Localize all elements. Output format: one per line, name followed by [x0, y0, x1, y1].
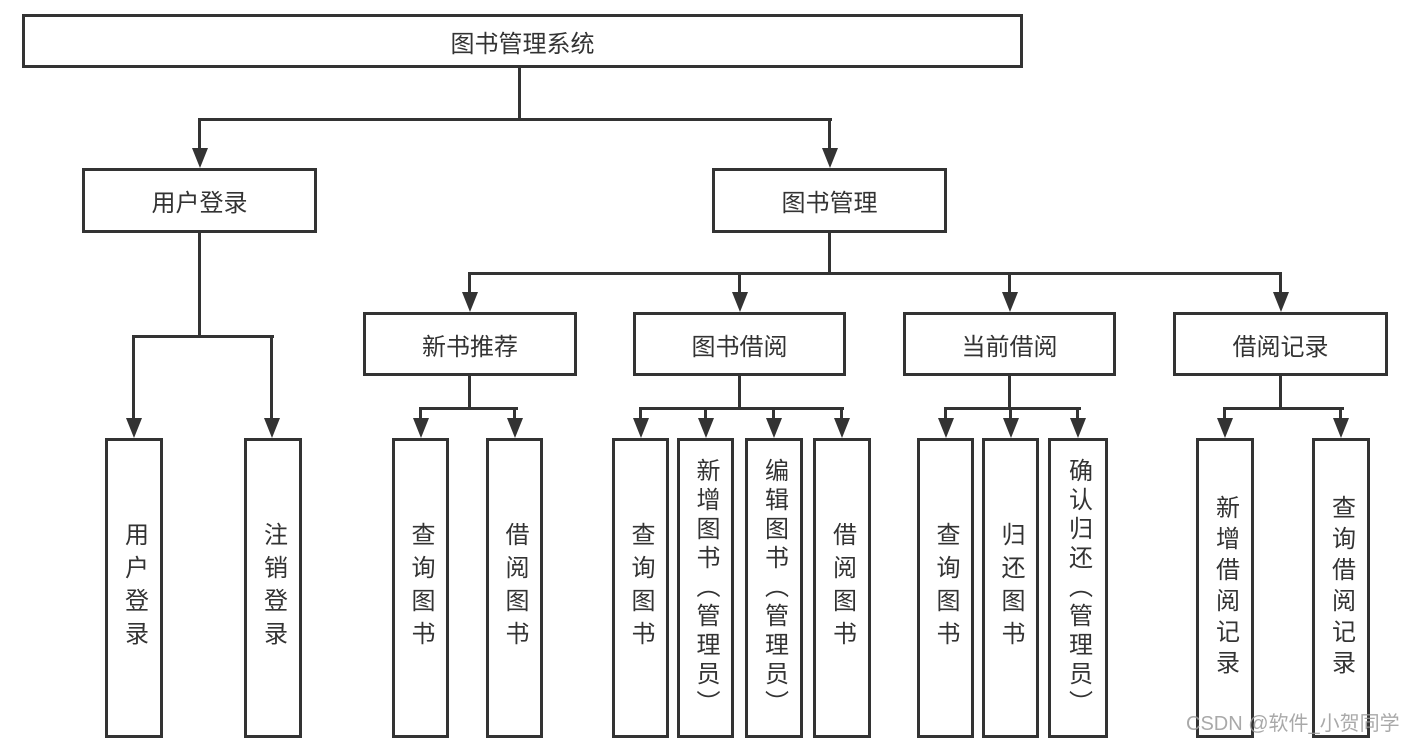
- connector-line: [738, 272, 741, 296]
- node-label: 借阅图书: [828, 522, 856, 654]
- node-label: 新增图书（管理员）: [692, 457, 719, 719]
- node-label: 查询图书: [627, 522, 654, 654]
- node-label: 用户登录: [151, 190, 248, 217]
- arrowhead-down-icon: [834, 418, 850, 438]
- connector-line: [132, 335, 135, 423]
- connector-line: [469, 272, 1282, 275]
- connector-line: [738, 374, 741, 409]
- connector-line: [1223, 407, 1226, 421]
- node-label: 归还图书: [997, 522, 1024, 654]
- arrowhead-down-icon: [633, 418, 649, 438]
- arrowhead-down-icon: [1333, 418, 1349, 438]
- arrowhead-down-icon: [462, 292, 478, 312]
- connector-line: [468, 272, 471, 296]
- node-label: 用户登录: [120, 522, 148, 654]
- connector-line: [198, 233, 201, 338]
- arrowhead-down-icon: [1070, 418, 1086, 438]
- connector-line: [1008, 272, 1011, 296]
- connector-line: [639, 407, 642, 421]
- connector-line: [639, 407, 844, 410]
- node-book-management: 图书管理: [712, 168, 947, 233]
- node-user-login: 用户登录: [82, 168, 317, 233]
- node-label: 查询图书: [932, 522, 959, 654]
- connector-line: [1009, 407, 1012, 421]
- node-borrow-books-recommend: 借阅图书: [486, 438, 543, 738]
- connector-line: [1339, 407, 1342, 421]
- connector-line: [419, 407, 422, 421]
- node-query-borrow-record: 查询借阅记录: [1312, 438, 1370, 738]
- connector-line: [944, 407, 947, 421]
- connector-line: [828, 118, 831, 152]
- connector-line: [704, 407, 707, 421]
- node-label: 借阅记录: [1232, 333, 1329, 361]
- connector-line: [944, 407, 1081, 410]
- node-add-books-admin: 新增图书（管理员）: [677, 438, 734, 738]
- connector-line: [1279, 272, 1282, 296]
- node-add-borrow-record: 新增借阅记录: [1196, 438, 1254, 738]
- node-query-books-current: 查询图书: [917, 438, 974, 738]
- node-book-borrowing: 图书借阅: [633, 312, 846, 376]
- connector-line: [199, 118, 832, 121]
- arrowhead-down-icon: [732, 292, 748, 312]
- arrowhead-down-icon: [413, 418, 429, 438]
- arrowhead-down-icon: [822, 148, 838, 168]
- csdn-watermark: CSDN @软件_小贺同学: [1186, 713, 1400, 735]
- arrowhead-down-icon: [766, 418, 782, 438]
- node-return-books: 归还图书: [982, 438, 1039, 738]
- node-edit-books-admin: 编辑图书（管理员）: [745, 438, 803, 738]
- node-label: 编辑图书（管理员）: [760, 457, 788, 719]
- arrowhead-down-icon: [938, 418, 954, 438]
- node-label: 当前借阅: [961, 333, 1058, 361]
- connector-line: [1008, 374, 1011, 409]
- arrowhead-down-icon: [264, 418, 280, 438]
- connector-line: [1279, 374, 1282, 409]
- connector-line: [518, 66, 521, 120]
- node-confirm-return-admin: 确认归还（管理员）: [1048, 438, 1108, 738]
- node-label: 图书管理: [781, 190, 878, 217]
- connector-line: [840, 407, 843, 421]
- arrowhead-down-icon: [507, 418, 523, 438]
- arrowhead-down-icon: [1003, 418, 1019, 438]
- connector-line: [828, 233, 831, 274]
- arrowhead-down-icon: [126, 418, 142, 438]
- connector-line: [1076, 407, 1079, 421]
- connector-line: [468, 374, 471, 409]
- arrowhead-down-icon: [1002, 292, 1018, 312]
- connector-line: [419, 407, 518, 410]
- node-label: 借阅图书: [501, 522, 528, 654]
- arrowhead-down-icon: [1273, 292, 1289, 312]
- node-label: 查询借阅记录: [1327, 495, 1355, 681]
- node-label: 新增借阅记录: [1211, 495, 1239, 681]
- connector-line: [270, 335, 273, 423]
- node-borrow-books-leaf: 借阅图书: [813, 438, 871, 738]
- node-new-book-recommendation: 新书推荐: [363, 312, 577, 376]
- connector-line: [1223, 407, 1344, 410]
- node-logout-leaf: 注销登录: [244, 438, 302, 738]
- arrowhead-down-icon: [192, 148, 208, 168]
- node-borrowing-records: 借阅记录: [1173, 312, 1388, 376]
- node-label: 查询图书: [407, 522, 434, 654]
- connector-line: [513, 407, 516, 421]
- node-current-borrowing: 当前借阅: [903, 312, 1116, 376]
- arrowhead-down-icon: [1217, 418, 1233, 438]
- connector-line: [772, 407, 775, 421]
- connector-line: [198, 118, 201, 152]
- node-label: 确认归还（管理员）: [1064, 457, 1092, 719]
- node-label: 新书推荐: [422, 333, 518, 361]
- connector-line: [132, 335, 274, 338]
- arrowhead-down-icon: [698, 418, 714, 438]
- node-library-management-system: 图书管理系统: [22, 14, 1023, 68]
- node-query-books-borrowing: 查询图书: [612, 438, 669, 738]
- node-label: 图书借阅: [691, 333, 788, 361]
- node-user-login-leaf: 用户登录: [105, 438, 163, 738]
- node-query-books-recommend: 查询图书: [392, 438, 449, 738]
- node-label: 注销登录: [259, 522, 287, 654]
- node-label: 图书管理系统: [450, 30, 595, 58]
